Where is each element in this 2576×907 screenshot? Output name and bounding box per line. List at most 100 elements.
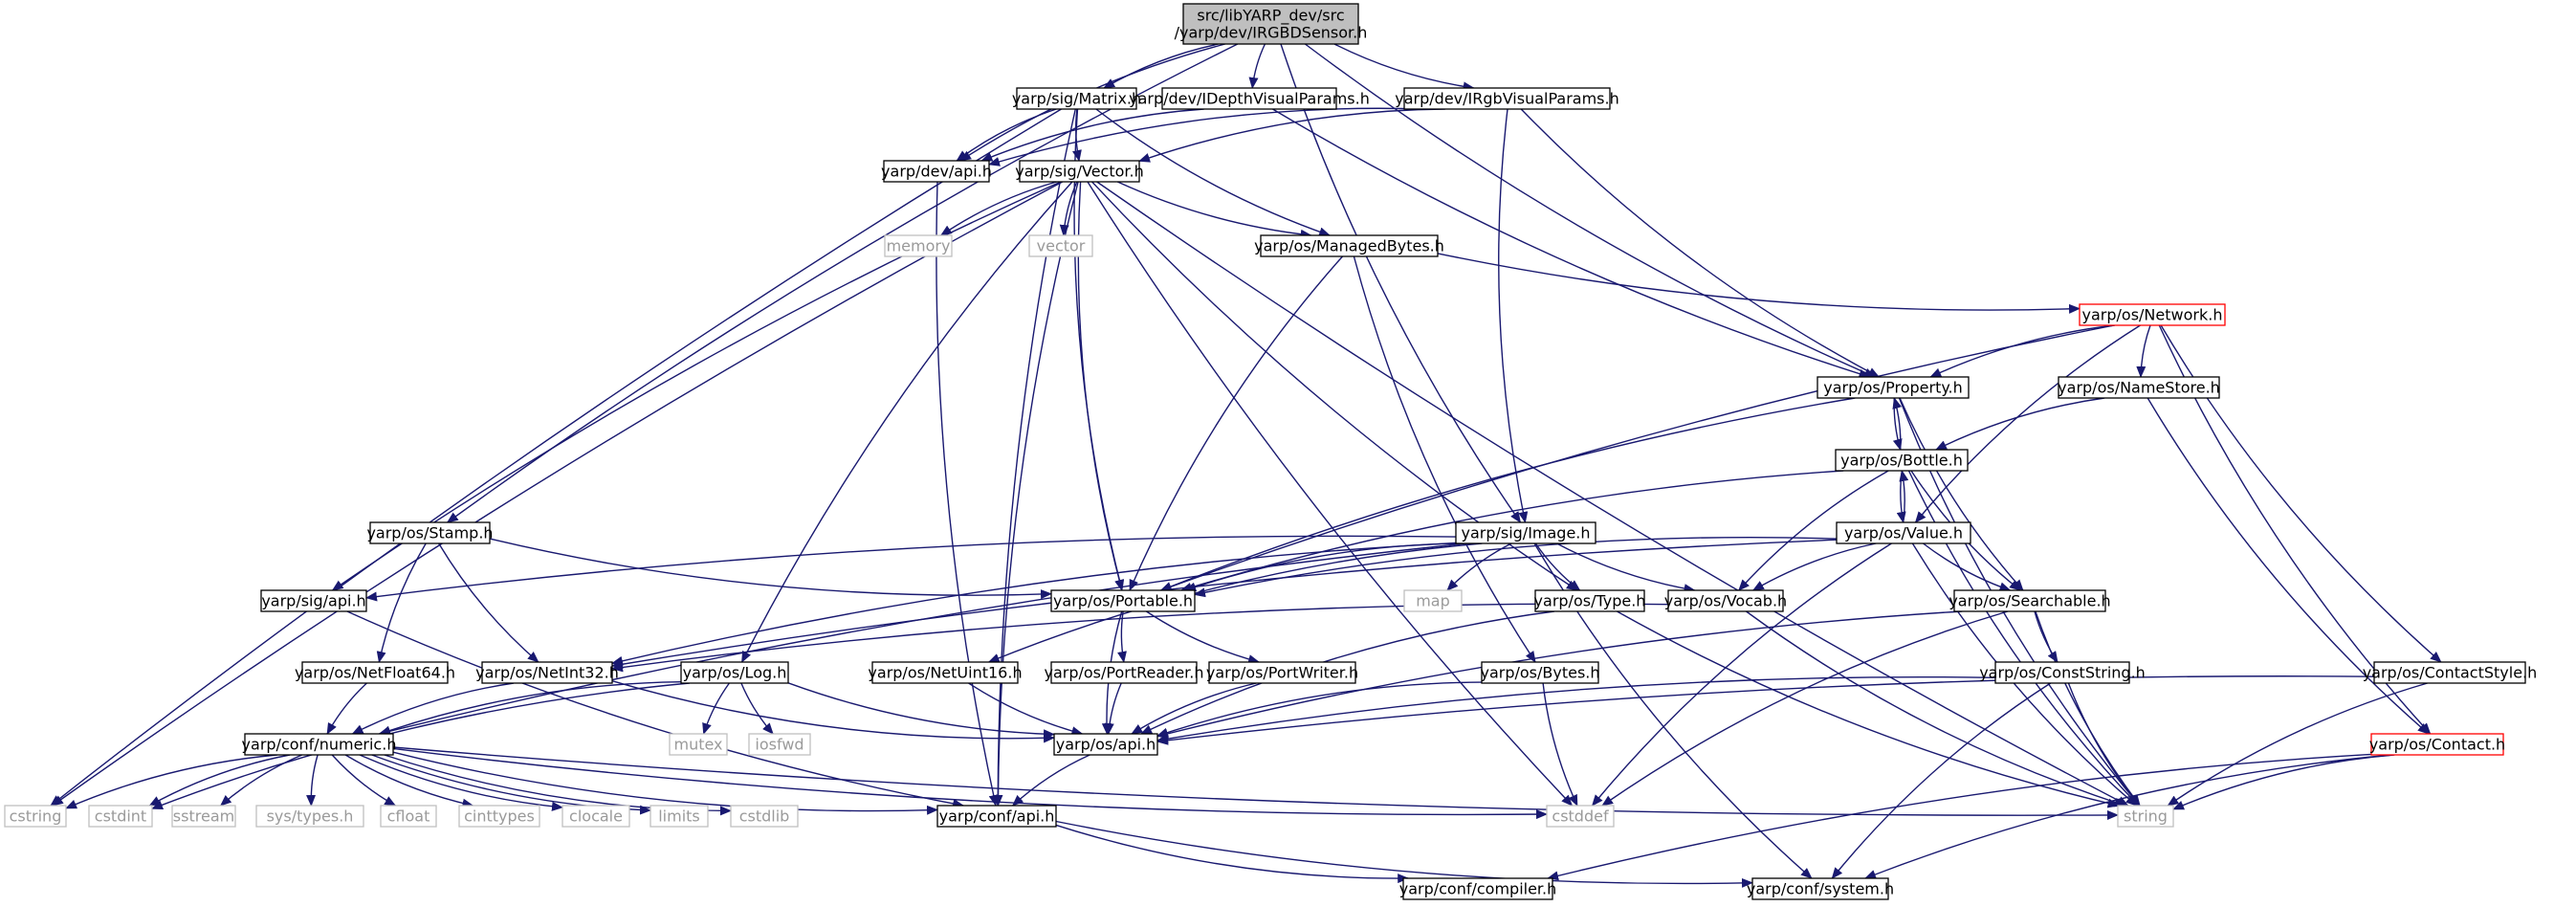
node-network[interactable]: yarp/os/Network.h — [2079, 303, 2226, 326]
node-box-system — [1751, 877, 1889, 900]
node-type[interactable]: yarp/os/Type.h — [1534, 589, 1646, 612]
edge-portreader-to-osapi — [1104, 682, 1122, 735]
node-label-conststring-0: yarp/os/ConstString.h — [1979, 664, 2146, 682]
node-portable[interactable]: yarp/os/Portable.h — [1050, 589, 1196, 612]
node-contact[interactable]: yarp/os/Contact.h — [2369, 733, 2505, 756]
node-namestore[interactable]: yarp/os/NameStore.h — [2058, 376, 2220, 399]
edge-devapi-to-confapi — [936, 181, 999, 807]
node-box-searchable — [1953, 589, 2106, 612]
edge-vocab-to-netint — [611, 603, 1669, 673]
node-bytes[interactable]: yarp/os/Bytes.h — [1480, 661, 1600, 684]
node-cinttypes: cinttypes — [458, 805, 540, 828]
edge-numeric-to-confapi — [392, 751, 938, 815]
node-value[interactable]: yarp/os/Value.h — [1836, 521, 1971, 544]
node-label-network-0: yarp/os/Network.h — [2082, 306, 2223, 324]
node-log[interactable]: yarp/os/Log.h — [680, 661, 789, 684]
edge-root-to-matrix — [1103, 43, 1219, 89]
edge-bottle-to-portable — [1179, 470, 1844, 592]
node-box-cinttypes — [458, 805, 540, 828]
edge-portable-to-portreader — [1117, 610, 1127, 663]
node-compiler[interactable]: yarp/conf/compiler.h — [1399, 877, 1557, 900]
node-vocab[interactable]: yarp/os/Vocab.h — [1664, 589, 1787, 612]
node-system[interactable]: yarp/conf/system.h — [1747, 877, 1894, 900]
node-managed[interactable]: yarp/os/ManagedBytes.h — [1254, 234, 1444, 257]
edge-numeric-to-string — [392, 746, 2119, 820]
edge-netuint-to-osapi — [968, 682, 1084, 736]
node-label-idepth-0: yarp/dev/IDepthVisualParams.h — [1129, 90, 1370, 108]
node-box-idepth — [1161, 87, 1337, 110]
node-property[interactable]: yarp/os/Property.h — [1816, 376, 1970, 399]
node-irgb[interactable]: yarp/dev/IRgbVisualParams.h — [1395, 87, 1619, 110]
edge-image-to-vocab — [1556, 542, 1696, 594]
node-netfloat[interactable]: yarp/os/NetFloat64.h — [295, 661, 455, 684]
node-root[interactable]: src/libYARP_dev/src/yarp/dev/IRGBDSensor… — [1175, 3, 1368, 45]
node-label-stamp-0: yarp/os/Stamp.h — [366, 524, 493, 542]
edge-value-to-bottle — [1899, 470, 1909, 523]
node-box-netfloat — [301, 661, 449, 684]
node-conststring[interactable]: yarp/os/ConstString.h — [1979, 661, 2146, 684]
node-string: string — [2117, 805, 2174, 828]
edge-property-to-searchable — [1899, 397, 2024, 591]
node-label-memory-0: memory — [887, 237, 951, 255]
edge-network-to-namestore — [2136, 324, 2151, 378]
edge-vector-to-string — [1096, 181, 2129, 807]
edge-irgb-to-image — [1498, 108, 1529, 523]
node-label-matrix-0: yarp/sig/Matrix.h — [1012, 90, 1141, 108]
node-devapi[interactable]: yarp/dev/api.h — [881, 160, 992, 183]
node-label-vocab-0: yarp/os/Vocab.h — [1664, 592, 1787, 610]
edge-matrix-to-cstring — [50, 108, 1062, 807]
node-box-portwriter — [1208, 661, 1356, 684]
node-systypes: sys/types.h — [255, 805, 364, 828]
node-stamp[interactable]: yarp/os/Stamp.h — [366, 521, 494, 544]
edge-image-to-sigapi — [365, 535, 1457, 602]
edge-bottle-to-string — [1907, 470, 2140, 807]
node-label-cinttypes-0: cinttypes — [464, 807, 535, 826]
edge-numeric-to-limits — [371, 754, 651, 815]
node-label-irgb-0: yarp/dev/IRgbVisualParams.h — [1395, 90, 1618, 108]
node-box-conststring — [1994, 661, 2130, 684]
node-box-root — [1182, 3, 1359, 45]
node-matrix[interactable]: yarp/sig/Matrix.h — [1012, 87, 1141, 110]
edge-network-to-contactstyle — [2160, 324, 2442, 663]
node-idepth[interactable]: yarp/dev/IDepthVisualParams.h — [1129, 87, 1370, 110]
node-label-property-0: yarp/os/Property.h — [1823, 379, 1963, 397]
node-portreader[interactable]: yarp/os/PortReader.h — [1044, 661, 1204, 684]
edge-network-to-value — [1914, 324, 2141, 523]
edge-numeric-to-cfloat — [331, 754, 397, 807]
node-box-contact — [2370, 733, 2504, 756]
node-sigapi[interactable]: yarp/sig/api.h — [260, 589, 367, 612]
node-netint[interactable]: yarp/os/NetInt32.h — [475, 661, 619, 684]
node-label-managed-0: yarp/os/ManagedBytes.h — [1254, 237, 1444, 255]
node-label-root-1: /yarp/dev/IRGBDSensor.h — [1175, 24, 1368, 42]
node-contactstyle[interactable]: yarp/os/ContactStyle.h — [2363, 661, 2538, 684]
node-box-confapi — [936, 805, 1057, 828]
node-box-compiler — [1402, 877, 1553, 900]
node-box-sigapi — [260, 589, 367, 612]
edge-managed-to-network — [1437, 253, 2081, 314]
node-vectorstd: vector — [1028, 234, 1093, 257]
node-osapi[interactable]: yarp/os/api.h — [1053, 733, 1158, 756]
node-box-image — [1455, 521, 1596, 544]
edge-sigapi-to-confapi — [346, 610, 965, 808]
edge-image-to-netuint — [987, 542, 1483, 663]
node-bottle[interactable]: yarp/os/Bottle.h — [1835, 449, 1969, 472]
node-label-devapi-0: yarp/dev/api.h — [881, 163, 992, 181]
node-box-managed — [1260, 234, 1439, 257]
edge-netint-to-osapi — [611, 680, 1055, 743]
edge-bottle-to-property — [1892, 397, 1903, 451]
node-searchable[interactable]: yarp/os/Searchable.h — [1949, 589, 2111, 612]
edge-namestore-to-bottle — [1935, 397, 2105, 451]
edge-matrix-to-managed — [1095, 108, 1332, 237]
edge-contact-to-compiler — [1547, 753, 2372, 881]
node-vector[interactable]: yarp/sig/Vector.h — [1015, 160, 1144, 183]
node-portwriter[interactable]: yarp/os/PortWriter.h — [1206, 661, 1358, 684]
node-netuint[interactable]: yarp/os/NetUint16.h — [868, 661, 1023, 684]
node-confapi[interactable]: yarp/conf/api.h — [936, 805, 1057, 828]
edge-vector-to-confapi — [993, 181, 1079, 807]
node-image[interactable]: yarp/sig/Image.h — [1455, 521, 1596, 544]
node-label-portwriter-0: yarp/os/PortWriter.h — [1206, 664, 1358, 682]
node-numeric[interactable]: yarp/conf/numeric.h — [242, 733, 397, 756]
edge-osapi-to-confapi — [1011, 754, 1090, 807]
edge-netfloat-to-numeric — [326, 682, 367, 735]
